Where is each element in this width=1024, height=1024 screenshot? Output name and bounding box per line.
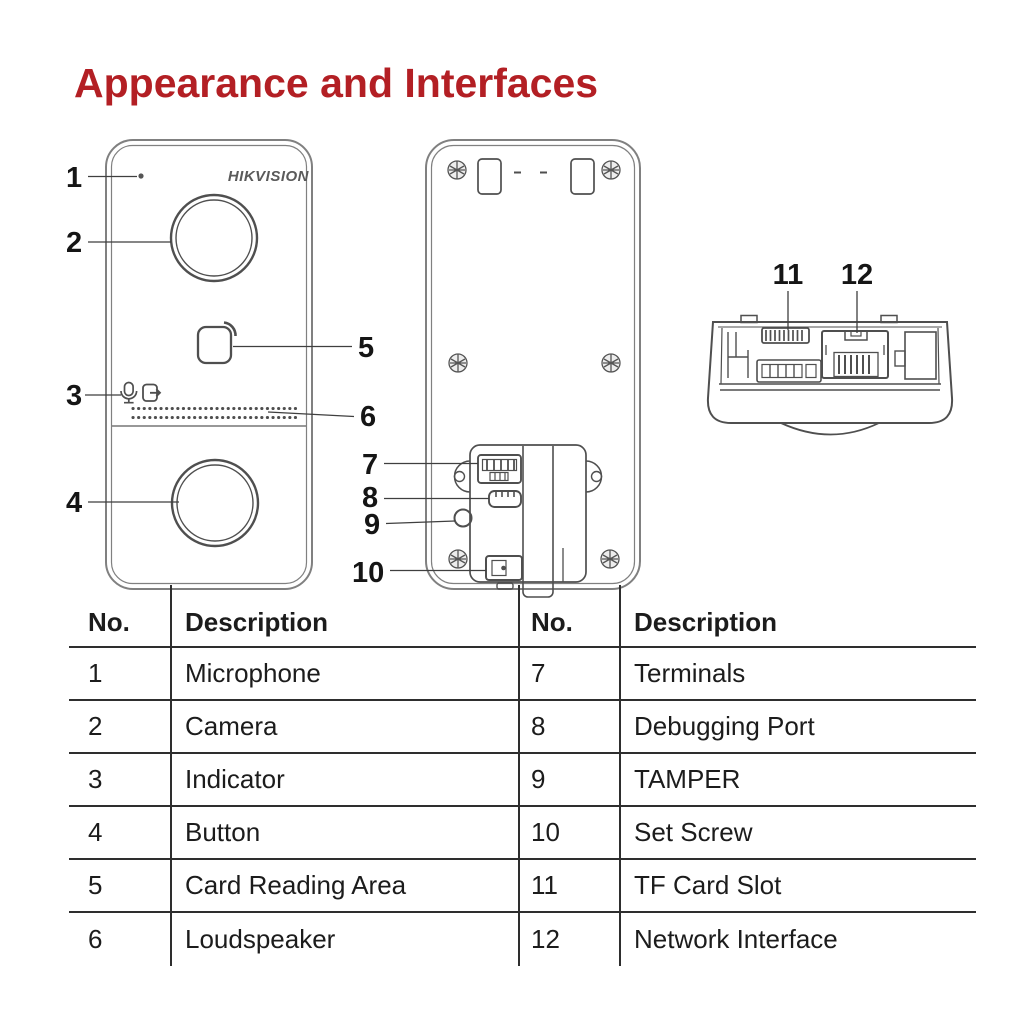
legend-no: 2 [69, 701, 170, 754]
front-view: HIKVISION [105, 139, 313, 590]
left-mounting-ear [453, 460, 471, 493]
bottom-terminal [756, 359, 822, 383]
set-screw [485, 555, 523, 581]
bottom-arc [780, 422, 880, 436]
table-divider-stub [619, 585, 621, 598]
side-block [894, 331, 937, 380]
tf-card-slot [761, 327, 810, 344]
legend-desc: Network Interface [619, 913, 976, 966]
camera-lens [169, 193, 259, 283]
back-case-outer [425, 139, 641, 590]
mic-icon [120, 381, 138, 404]
screws [447, 160, 621, 569]
legend-no: 7 [518, 648, 619, 701]
callout-12: 12 [841, 259, 873, 291]
shell-outline [706, 321, 954, 424]
legend-no: 8 [518, 701, 619, 754]
legend-desc: Debugging Port [619, 701, 976, 754]
legend-header-desc: Description [170, 598, 518, 648]
legend-table: No. Description No. Description 1 Microp… [69, 598, 976, 966]
tamper-button [453, 508, 473, 528]
network-port [821, 330, 889, 379]
loudspeaker-grille [131, 406, 301, 420]
right-mounting-ear [585, 460, 603, 493]
legend-no: 6 [88, 924, 103, 954]
legend-no: 4 [69, 807, 170, 860]
legend-no: 9 [518, 754, 619, 807]
card-swipe-icon [142, 383, 162, 402]
front-case-outer [105, 139, 313, 590]
legend-no: 5 [69, 860, 170, 913]
screw-icon [448, 353, 468, 373]
callouts: 1 2 3 4 5 6 7 8 9 10 11 12 [66, 162, 873, 589]
mounting-slots [477, 158, 595, 195]
back-case-inner [430, 144, 636, 585]
leader-lines [85, 175, 858, 572]
legend-no: 10 [518, 807, 619, 860]
callout-3: 3 [66, 380, 82, 412]
callout-8: 8 [362, 482, 378, 514]
legend-no: 1 [69, 648, 170, 701]
microphone-hole [138, 173, 144, 179]
table-divider-stub [170, 585, 172, 598]
terminal-block [477, 454, 522, 484]
legend-desc: Set Screw [619, 807, 976, 860]
screw-icon [447, 160, 467, 180]
legend-header-no: No. [69, 598, 170, 648]
card-reading-area [196, 321, 237, 365]
cable-channel [496, 446, 564, 598]
callout-1: 1 [66, 162, 82, 194]
front-lip [719, 383, 941, 391]
callout-10: 10 [352, 557, 384, 589]
legend-desc: Card Reading Area [170, 860, 518, 913]
callout-2: 2 [66, 227, 82, 259]
indicator-icons [120, 381, 162, 404]
callout-4: 4 [66, 487, 82, 519]
legend-no: 3 [69, 754, 170, 807]
terminal-assembly [453, 444, 603, 598]
debug-port [488, 490, 522, 508]
leader-line [267, 411, 355, 418]
callout-6: 6 [360, 401, 376, 433]
front-case-inner [110, 144, 308, 585]
back-view [425, 139, 641, 598]
callout-5: 5 [358, 332, 374, 364]
top-tab [740, 314, 758, 324]
legend-desc: Button [170, 807, 518, 860]
legend-desc: Microphone [170, 648, 518, 701]
legend-header-desc: Description [619, 598, 976, 648]
legend-no: 12 [518, 913, 619, 966]
legend-desc: Indicator [170, 754, 518, 807]
legend-header-no: No. [518, 598, 619, 648]
screw-icon [448, 549, 468, 569]
callout-11: 11 [773, 259, 804, 291]
bottom-view [706, 314, 954, 436]
callout-7: 7 [362, 449, 378, 481]
leader-line [385, 520, 456, 525]
callout-9: 9 [364, 509, 380, 541]
screw-icon [601, 353, 621, 373]
left-bracket [727, 332, 749, 378]
legend-no: 11 [518, 860, 619, 913]
screw-icon [600, 549, 620, 569]
screw-icon [601, 160, 621, 180]
table-divider-stub [518, 585, 520, 598]
top-tab [880, 314, 898, 324]
legend-desc: Loudspeaker [170, 913, 518, 966]
page-title: Appearance and Interfaces [74, 60, 599, 106]
legend-desc: TF Card Slot [619, 860, 976, 913]
legend-desc: Camera [170, 701, 518, 754]
hikvision-logo: HIKVISION [228, 168, 310, 185]
legend-desc: Terminals [619, 648, 976, 701]
legend-desc: TAMPER [619, 754, 976, 807]
call-button [170, 458, 260, 548]
